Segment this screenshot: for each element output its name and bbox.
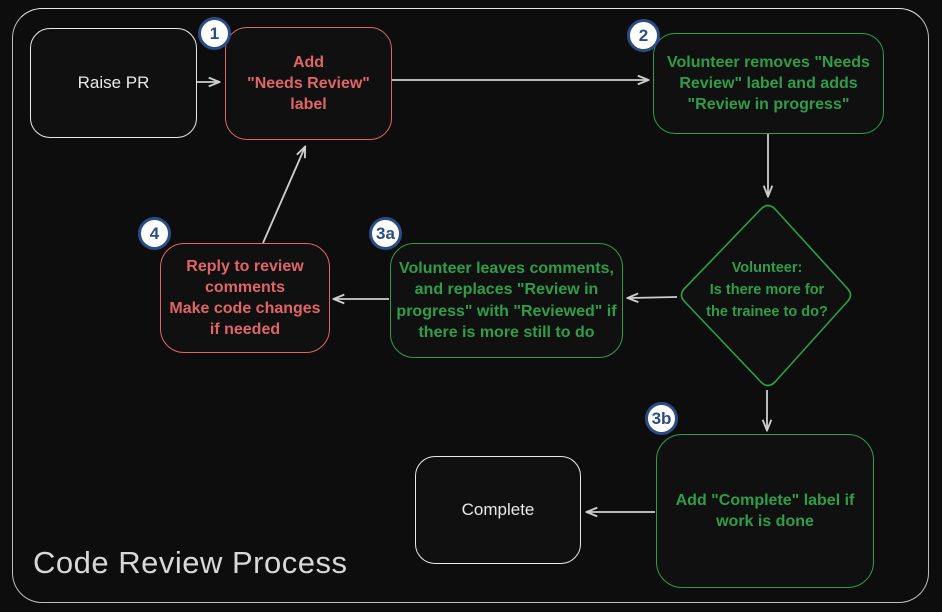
- step-badge-3b: 3b: [645, 402, 678, 435]
- node-volunteer-leaves-comments: Volunteer leaves comments, and replaces …: [390, 243, 623, 358]
- step-badge-1: 1: [198, 17, 231, 50]
- node-volunteer-removes-label: Volunteer removes "Needs Review" label a…: [653, 33, 884, 134]
- arrow-decision-to-step3a: [628, 297, 678, 298]
- diagram-title: Code Review Process: [33, 545, 348, 580]
- node-add-complete-label-text: Add "Complete" label if work is done: [675, 491, 855, 530]
- node-reply-to-review-comments: Reply to review comments Make code chang…: [160, 243, 330, 353]
- node-complete-label: Complete: [461, 499, 535, 519]
- node-decision-label: Volunteer: Is there more for the trainee…: [706, 260, 828, 320]
- node-reply-to-review-comments-text: Reply to review comments Make code chang…: [169, 257, 321, 339]
- node-raise-pr: Raise PR: [30, 28, 197, 138]
- node-volunteer-leaves-comments-text: Volunteer leaves comments, and replaces …: [396, 260, 617, 341]
- node-volunteer-removes-label-text: Volunteer removes "Needs Review" label a…: [667, 53, 870, 114]
- node-add-complete-label: Add "Complete" label if work is done: [656, 434, 874, 588]
- node-raise-pr-label: Raise PR: [77, 72, 150, 92]
- node-complete: Complete: [415, 456, 581, 564]
- step-badge-2: 2: [627, 19, 660, 52]
- step-badge-4: 4: [138, 217, 171, 250]
- arrow-step4-to-step1: [262, 147, 305, 244]
- node-add-needs-review-label: Add "Needs Review" label: [225, 27, 392, 140]
- step-badge-3a: 3a: [369, 217, 402, 250]
- node-add-needs-review-label-text: Add "Needs Review" label: [247, 53, 370, 114]
- decision-diamond-shape: [680, 204, 852, 387]
